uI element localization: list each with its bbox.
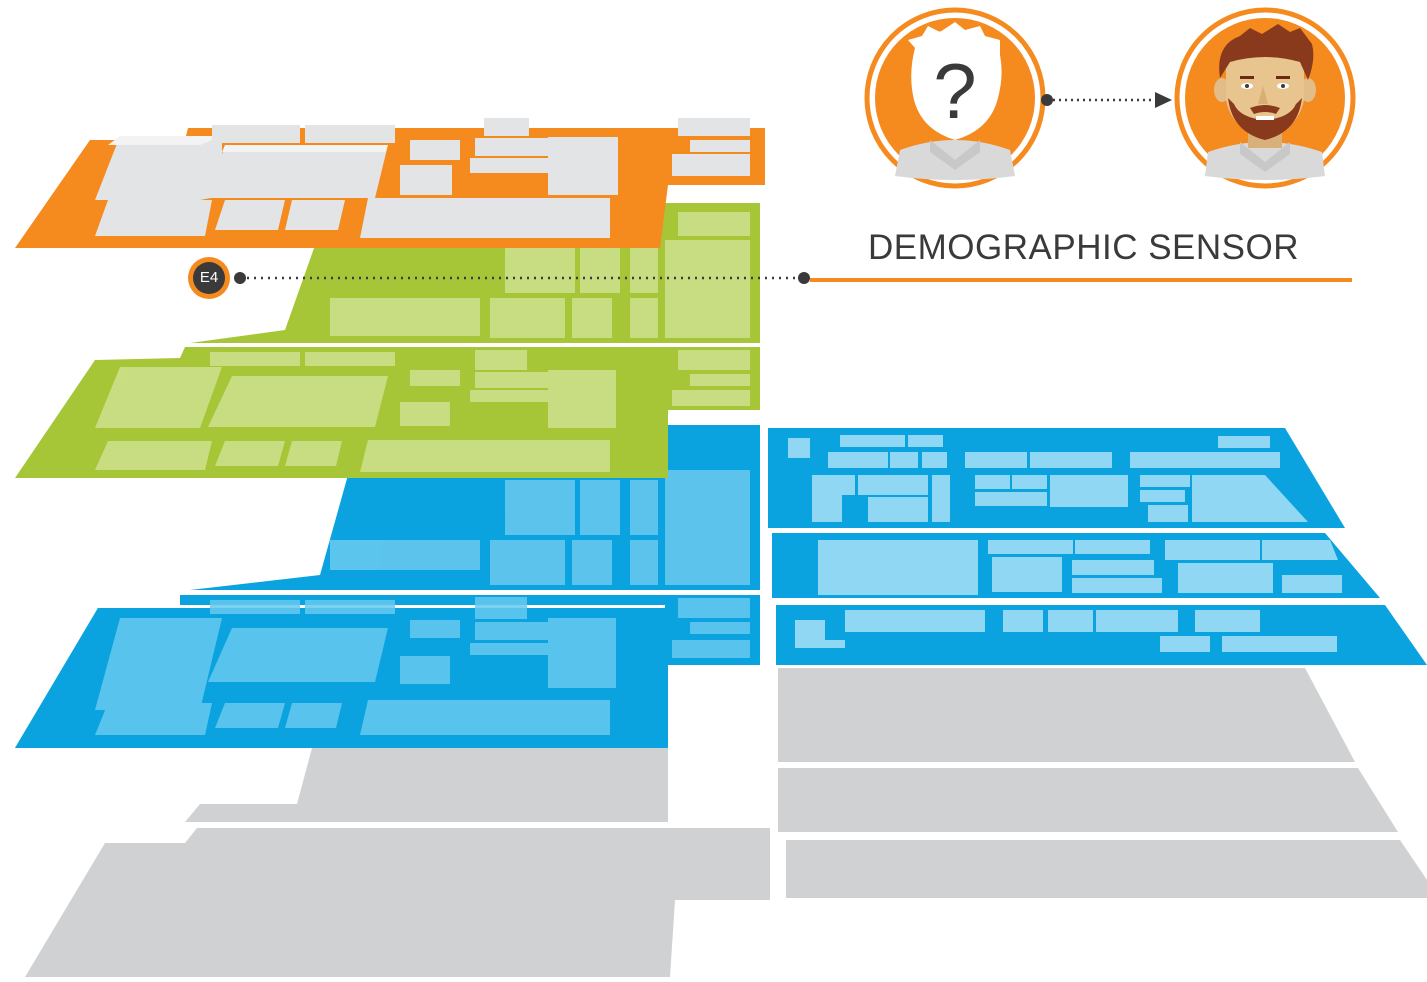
orange-floor	[15, 118, 765, 248]
e4-marker-label: E4	[199, 269, 219, 286]
e4-marker[interactable]	[188, 257, 230, 299]
blue-floor-right	[768, 428, 1427, 665]
connector-arrow	[1041, 92, 1172, 108]
identified-person-avatar	[1174, 7, 1356, 189]
question-mark-icon: ?	[933, 47, 976, 135]
demographic-sensor-label: DEMOGRAPHIC SENSOR	[868, 228, 1299, 267]
sensor-connector	[234, 272, 1352, 284]
gray-base-floor	[25, 668, 1427, 977]
green-floor	[15, 203, 760, 478]
unknown-person-avatar: ?	[864, 7, 1046, 189]
